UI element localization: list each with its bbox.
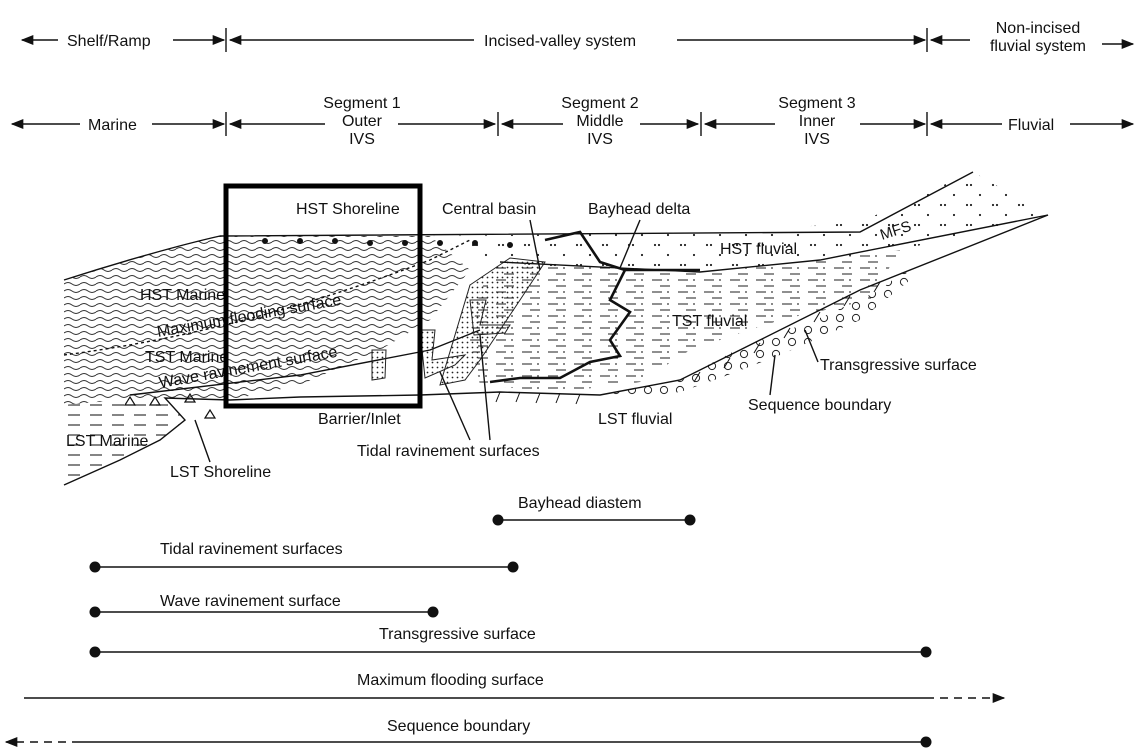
transgressive-surface-label: Transgressive surface <box>820 357 977 374</box>
lst-shoreline-leader <box>194 419 211 463</box>
transgressive-end-dot <box>920 646 932 658</box>
segment1-line1: Segment 1 <box>323 95 400 112</box>
tidal-ravinement-end-dot <box>507 561 519 573</box>
cross-section: HST Shoreline Central basin Bayhead delt… <box>63 171 1049 486</box>
header-row-2: Marine Segment 1 Outer IVS Segment 2 Mid… <box>10 95 1135 148</box>
bayhead-diastem-label: Bayhead diastem <box>518 495 642 512</box>
wave-ravinement-line <box>129 329 481 396</box>
hst-marine-label: HST Marine <box>140 287 225 304</box>
mfs-line <box>499 214 1049 273</box>
tidal-ravinement-leader-2 <box>479 334 491 441</box>
segment3-line2: Inner <box>799 113 836 130</box>
hst-shoreline-label: HST Shoreline <box>296 201 400 218</box>
segment2-line2: Middle <box>576 113 623 130</box>
transgressive-extent-label: Transgressive surface <box>379 626 536 643</box>
sequence-boundary-leader <box>769 354 776 396</box>
transgressive-surface-leader <box>804 329 819 363</box>
bayhead-delta-label: Bayhead delta <box>588 201 690 218</box>
lst-fluvial-label: LST fluvial <box>598 411 672 428</box>
hst-fluvial-fill <box>430 172 1048 272</box>
top-surface <box>63 171 974 281</box>
tst-marine-label: TST Marine <box>145 349 228 366</box>
segment1-line2: Outer <box>342 113 383 130</box>
tidal-ravinement-surfaces-label: Tidal ravinement surfaces <box>357 443 540 460</box>
sequence-boundary-label: Sequence boundary <box>748 397 891 414</box>
sequence-boundary-extent-label: Sequence boundary <box>387 718 530 735</box>
surface-extents: Bayhead diastem Tidal ravinement surface… <box>4 495 1006 748</box>
non-incised-label-line1: Non-incised <box>996 20 1080 37</box>
lst-shoreline-label: LST Shoreline <box>170 464 271 481</box>
header-row-1: Shelf/Ramp Incised-valley system Non-inc… <box>20 20 1135 55</box>
barrier-inlet-label: Barrier/Inlet <box>318 411 401 428</box>
segment2-line3: IVS <box>587 131 613 148</box>
tidal-ravinement-extent-label: Tidal ravinement surfaces <box>160 541 343 558</box>
lst-marine-fill <box>64 398 185 485</box>
bayhead-diastem-start-dot <box>492 514 504 526</box>
transgressive-start-dot <box>89 646 101 658</box>
segment3-line3: IVS <box>804 131 830 148</box>
segment3-line1: Segment 3 <box>778 95 855 112</box>
fluvial-label: Fluvial <box>1008 117 1054 134</box>
tidal-ravinement-start-dot <box>89 561 101 573</box>
bayhead-delta-leader <box>619 219 641 269</box>
incised-valley-system-label: Incised-valley system <box>484 33 636 50</box>
maximum-flooding-surface-line <box>63 239 471 356</box>
barrier-body-2 <box>419 329 467 379</box>
sequence-boundary-end-dot <box>920 736 932 748</box>
non-incised-label-line2: fluvial system <box>990 38 1086 55</box>
central-basin-label: Central basin <box>442 201 536 218</box>
marine-label: Marine <box>88 117 137 134</box>
wave-ravinement-end-dot <box>427 606 439 618</box>
bayhead-diastem-end-dot <box>684 514 696 526</box>
barrier-body-3 <box>371 349 387 381</box>
tst-fluvial-label: TST fluvial <box>672 313 747 330</box>
central-basin-leader <box>529 219 541 271</box>
wave-ravinement-start-dot <box>89 606 101 618</box>
bayhead-delta-front <box>489 230 632 384</box>
marine-wedge-fill <box>64 236 470 405</box>
barrier-body-1 <box>469 299 511 336</box>
shelf-ramp-label: Shelf/Ramp <box>67 33 151 50</box>
tst-fluvial-fill <box>470 250 900 392</box>
highlight-box <box>223 183 423 409</box>
tidal-ravinement-leader-1 <box>439 371 471 441</box>
lst-marine-label: LST Marine <box>66 433 149 450</box>
sequence-boundary-line <box>63 214 1049 486</box>
segment1-line3: IVS <box>349 131 375 148</box>
wave-ravinement-extent-label: Wave ravinement surface <box>160 593 341 610</box>
sequence-boundary-hatch <box>495 281 881 405</box>
hst-fluvial-label: HST fluvial <box>720 241 797 258</box>
maximum-flooding-extent-label: Maximum flooding surface <box>357 672 544 689</box>
lst-shoreline-triangles <box>123 392 217 419</box>
segment2-line1: Segment 2 <box>561 95 638 112</box>
hst-shoreline-dots <box>262 238 513 248</box>
